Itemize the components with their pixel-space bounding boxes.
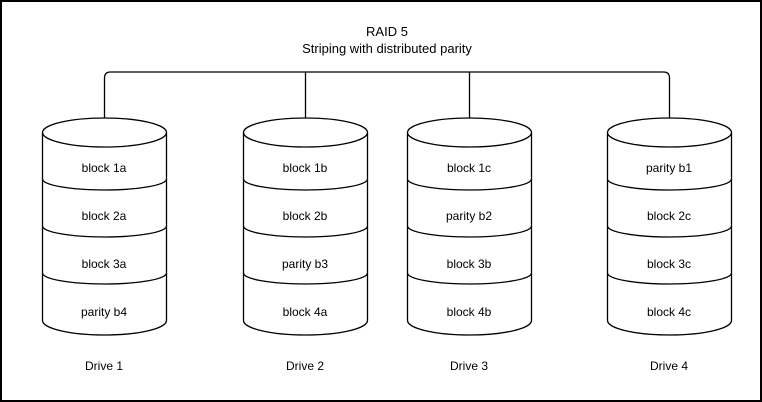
drive-cylinder-1 xyxy=(41,117,168,336)
diagram-subtitle: Striping with distributed parity xyxy=(302,41,472,56)
drive-label: Drive 4 xyxy=(649,359,688,373)
cylinder-body xyxy=(606,132,733,336)
title-block: RAID 5 Striping with distributed parity xyxy=(87,23,687,57)
block-label: parity b1 xyxy=(645,161,693,175)
cylinder-divider xyxy=(606,272,733,285)
cylinder-divider xyxy=(41,178,168,191)
drive-label: Drive 1 xyxy=(84,359,123,373)
drive-label: Drive 2 xyxy=(285,359,324,373)
block-label: parity b2 xyxy=(445,209,493,223)
cylinder-body xyxy=(406,132,533,336)
drive-cylinder-2 xyxy=(242,117,369,336)
cylinder-top xyxy=(242,117,369,148)
cylinder-divider xyxy=(41,225,168,238)
cylinder-divider xyxy=(406,225,533,238)
drive-1: block 1a block 2a block 3a parity b4 Dri… xyxy=(42,2,166,400)
block-label: block 1b xyxy=(282,161,328,175)
connector-line xyxy=(103,71,671,123)
cylinder-divider xyxy=(606,225,733,238)
cylinder-top xyxy=(41,117,168,148)
cylinder-divider xyxy=(242,178,369,191)
diagram-title: RAID 5 xyxy=(366,24,408,39)
block-label: block 4c xyxy=(646,305,692,319)
block-label: block 3c xyxy=(646,257,692,271)
drive-label: Drive 3 xyxy=(449,359,488,373)
drive-3: block 1c parity b2 block 3b block 4b Dri… xyxy=(407,2,531,400)
block-label: block 2b xyxy=(282,209,328,223)
block-label: block 3a xyxy=(81,257,127,271)
cylinder-top xyxy=(606,117,733,148)
cylinder-divider xyxy=(406,272,533,285)
block-label: block 1a xyxy=(81,161,127,175)
block-label: parity b3 xyxy=(281,257,329,271)
block-label: block 2c xyxy=(646,209,692,223)
drive-cylinder-3 xyxy=(406,117,533,336)
block-label: block 4b xyxy=(446,305,492,319)
cylinder-body xyxy=(41,132,168,336)
cylinder-divider xyxy=(406,178,533,191)
block-label: block 3b xyxy=(446,257,492,271)
bus-connector xyxy=(103,71,671,123)
drive-4: parity b1 block 2c block 3c block 4c Dri… xyxy=(607,2,731,400)
block-label: block 1c xyxy=(446,161,492,175)
drive-2: block 1b block 2b parity b3 block 4a Dri… xyxy=(243,2,367,400)
cylinder-divider xyxy=(41,272,168,285)
block-label: parity b4 xyxy=(80,305,128,319)
cylinder-top xyxy=(406,117,533,148)
drive-cylinder-4 xyxy=(606,117,733,336)
cylinder-divider xyxy=(242,272,369,285)
cylinder-body xyxy=(242,132,369,336)
block-label: block 2a xyxy=(81,209,127,223)
block-label: block 4a xyxy=(282,305,328,319)
cylinder-divider xyxy=(242,225,369,238)
cylinder-divider xyxy=(606,178,733,191)
